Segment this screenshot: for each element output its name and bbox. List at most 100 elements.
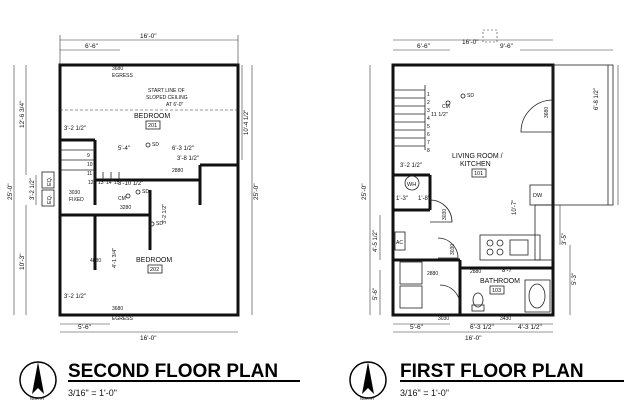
sf-bedroom1-name: BEDROOM xyxy=(134,113,170,120)
second-floor-plan: 16'-0" 6'-6" 16'-0" 5'-6" 25'-0" 12'-6 3… xyxy=(7,33,260,342)
ff-wh: WH xyxy=(407,182,416,188)
ff-left-dim-mid: 4'-5 1/2" xyxy=(373,230,379,252)
sf-eq-2: EQ. xyxy=(47,194,53,204)
sf-egress-top-label: EGRESS xyxy=(112,73,134,79)
ff-stair-2: 2 xyxy=(427,100,430,106)
ff-stair-6: 6 xyxy=(427,132,430,138)
ff-door-2880: 2880 xyxy=(427,271,438,277)
ff-left-dim-low: 5'-6" xyxy=(373,288,379,300)
ff-bottom-dim-mid: 6'-3 1/2" xyxy=(470,324,494,331)
sf-note-line3: AT 6'-0" xyxy=(166,102,183,108)
sf-top-dim-left: 6'-6" xyxy=(85,43,99,50)
sf-stair-11: 11 xyxy=(87,171,92,177)
ff-left-dim-total: 25'-0" xyxy=(361,183,368,200)
sf-left-dim-total: 25'-0" xyxy=(7,183,14,200)
sf-window-3030: 3030 xyxy=(69,190,80,196)
sf-bottom-dim-total: 16'-0" xyxy=(140,335,157,342)
sf-egress-bottom-code: 3680 xyxy=(112,306,123,312)
ff-north-arrow: NORTH xyxy=(349,361,387,401)
ff-bottom-dim-left: 5'-6" xyxy=(410,324,424,331)
sf-stair-14: 14 xyxy=(106,180,112,186)
ff-top-dim-left: 6'-6" xyxy=(417,43,431,50)
ff-stair-8: 8 xyxy=(427,148,430,154)
ff-right-dim-porch: 6'-8 1/2" xyxy=(594,88,600,110)
ff-right-dim-b: 5'-3" xyxy=(572,273,578,285)
ff-right-dim-a: 3'-5" xyxy=(562,233,568,245)
sf-dim-d: 3'-8 1/2" xyxy=(177,156,199,162)
ff-stair-4: 4 xyxy=(427,116,430,122)
sf-stair-12: 12 xyxy=(88,180,94,186)
ff-door-2880b: 2880 xyxy=(470,269,481,275)
first-floor-exterior-wall xyxy=(391,63,555,317)
sf-stair-15: 15 xyxy=(114,180,120,186)
ff-dim-c: 1'-8" xyxy=(418,196,430,202)
sf-bedroom2-number: 202 xyxy=(150,267,159,273)
ff-stair-5: 5 xyxy=(427,124,430,130)
sf-north-arrow: NORTH xyxy=(19,361,57,401)
sf-door-3280: 3280 xyxy=(120,205,131,211)
sf-top-dim-total: 16'-0" xyxy=(140,33,157,40)
sf-egress-top-code: 3680 xyxy=(112,66,123,72)
ff-bathroom-number: 103 xyxy=(492,288,501,294)
ff-living-number: 101 xyxy=(474,171,483,177)
ff-stair-3: 3 xyxy=(427,108,430,114)
sf-stair-9: 9 xyxy=(87,153,90,159)
sf-bottom-dim-left: 5'-6" xyxy=(78,324,92,331)
first-floor-plan: 16'-0" 6'-6" 9'-6" 16'-0" 5'-6" 6'-3 1/2… xyxy=(361,29,619,342)
ff-door-3680: 3680 xyxy=(544,107,550,118)
sf-left-dim-upper: 12'-6 3/4" xyxy=(19,100,26,128)
sf-bedroom2-name: BEDROOM xyxy=(136,257,172,264)
ff-cm: CM xyxy=(442,104,450,110)
ff-living-name-line2: KITCHEN xyxy=(460,161,491,168)
ff-stair-dim: 11 1/2" xyxy=(431,112,448,118)
sf-dim-a: 3'-2 1/2" xyxy=(64,126,86,132)
sf-eq-1: EQ. xyxy=(47,176,53,186)
sf-dim-c: 6'-3 1/2" xyxy=(172,146,194,152)
ff-window-3030: 3030 xyxy=(438,316,449,322)
sf-note-line2: SLOPED CEILING xyxy=(146,95,188,101)
ff-door-3030b: 3030 xyxy=(450,244,456,255)
sf-egress-bottom-label: EGRESS xyxy=(112,316,134,322)
sf-stair-13: 13 xyxy=(98,180,104,186)
sf-dim-e: 3'-10 1/2" xyxy=(118,181,143,187)
ff-top-dim-right: 9'-6" xyxy=(500,43,514,50)
sf-left-dim-lower: 10'-3" xyxy=(19,253,26,270)
ff-dw: DW xyxy=(533,193,543,199)
sf-dim-h: 3'-2 1/2" xyxy=(64,294,86,300)
sf-scale: 3/16" = 1'-0" xyxy=(68,388,117,398)
ff-bottom-dim-right: 4'-3 1/2" xyxy=(518,324,542,331)
ff-window-3430: 3430 xyxy=(500,316,511,322)
sf-sd-3: SD xyxy=(156,221,163,227)
sf-cm: CM xyxy=(118,196,126,202)
sf-dim-b: 5'-4" xyxy=(118,146,130,152)
sf-left-dim-mid: 3'-2 1/2" xyxy=(30,178,36,200)
ff-stair-1: 1 xyxy=(427,92,430,98)
ff-ac: AC xyxy=(396,240,403,246)
ff-scale: 3/16" = 1'-0" xyxy=(400,388,449,398)
sf-dim-f: 3'-2 1/2" xyxy=(162,204,168,224)
ff-stairs: 1 2 3 4 5 6 7 8 11 1/2" xyxy=(393,85,448,154)
ff-dim-a: 3'-2 1/2" xyxy=(400,163,422,169)
ff-door-3030: 3030 xyxy=(442,209,448,220)
sf-dim-g: 4'-1 3/4" xyxy=(112,248,118,268)
sf-sd-1: SD xyxy=(152,142,159,148)
ff-living-name-line1: LIVING ROOM / xyxy=(452,153,503,160)
sf-right-dim-upper: 10'-4 1/2" xyxy=(244,110,250,135)
ff-title: FIRST FLOOR PLAN xyxy=(400,361,584,382)
ff-dim-b: 1'-3" xyxy=(396,196,408,202)
ff-north-label: NORTH xyxy=(360,396,374,401)
sf-title: SECOND FLOOR PLAN xyxy=(68,361,278,382)
ff-bathroom-name: BATHROOM xyxy=(480,278,520,285)
ff-dim-d: 8'-7" xyxy=(502,268,514,274)
ff-right-dim-kitchen: 10'-7" xyxy=(512,200,518,215)
ff-sd: SD xyxy=(467,93,474,99)
sf-sd-2: SD xyxy=(142,189,149,195)
ff-top-dim-total: 16'-0" xyxy=(462,39,479,46)
ff-stair-7: 7 xyxy=(427,140,430,146)
sf-door-4880: 4880 xyxy=(90,258,101,264)
sf-bedroom1-number: 201 xyxy=(148,123,157,129)
sf-right-dim-total: 25'-0" xyxy=(253,183,260,200)
sf-north-label: NORTH xyxy=(30,396,44,401)
sf-fixed-label: FIXED xyxy=(69,197,84,203)
